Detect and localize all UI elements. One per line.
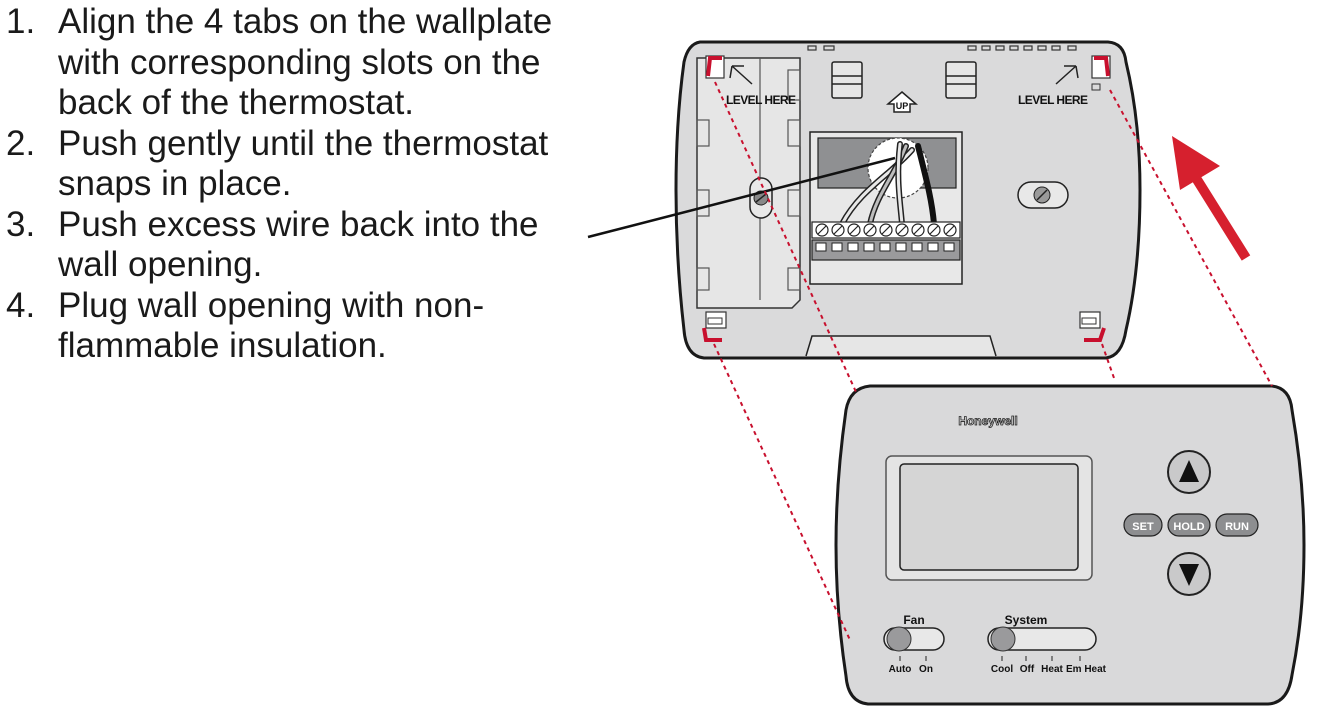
step-3: 3. Push excess wire back into the wall o… <box>6 205 606 286</box>
step-4: 4. Plug wall opening with non-flammable … <box>6 286 606 367</box>
top-vent-slots <box>807 45 1077 51</box>
push-direction-arrow-icon <box>1172 136 1251 261</box>
fan-ticks <box>899 656 927 661</box>
alignment-line <box>713 343 851 641</box>
alignment-line <box>714 81 857 393</box>
system-option-cool: Cool <box>991 664 1013 675</box>
run-button-label: RUN <box>1225 521 1249 533</box>
corner-tab-bottom-left <box>702 311 727 342</box>
wallplate: LEVEL HERE LEVEL HERE UP <box>674 40 1142 360</box>
step-number: 4. <box>6 285 36 325</box>
callout-line <box>587 156 896 239</box>
alignment-line <box>1109 89 1273 387</box>
fan-switch[interactable] <box>883 626 945 652</box>
fan-switch-knob <box>886 626 912 652</box>
corner-tab-top-right <box>1091 55 1111 91</box>
system-option-off: Off <box>1020 664 1035 675</box>
system-ticks <box>1001 656 1081 661</box>
thermostat: Honeywell SET HOLD RUN Fan <box>834 384 1306 706</box>
system-switch[interactable] <box>987 626 1097 652</box>
installation-steps: 1. Align the 4 tabs on the wallplate wit… <box>6 2 606 367</box>
system-option-heat: Heat <box>1041 664 1063 675</box>
down-button[interactable] <box>1167 552 1211 596</box>
up-arrow-icon <box>885 91 919 113</box>
system-option-em-heat: Em Heat <box>1066 664 1107 675</box>
step-number: 3. <box>6 204 36 244</box>
brand-logo: Honeywell <box>958 414 1017 428</box>
set-button-label: SET <box>1132 521 1154 533</box>
bottom-tab <box>805 335 997 357</box>
fan-option-on: On <box>919 664 933 675</box>
triangle-up-icon <box>1179 460 1199 482</box>
step-2: 2. Push gently until the thermostat snap… <box>6 124 606 205</box>
alignment-line <box>1101 343 1115 379</box>
level-here-right-label: LEVEL HERE <box>1018 93 1088 107</box>
level-arrow-right-icon <box>1055 65 1079 85</box>
system-label: System <box>1005 613 1048 627</box>
step-text: Align the 4 tabs on the wallplate with c… <box>58 2 553 122</box>
run-button[interactable]: RUN <box>1215 513 1259 537</box>
display-screen <box>899 463 1079 571</box>
hold-button[interactable]: HOLD <box>1167 513 1211 537</box>
level-here-left-label: LEVEL HERE <box>726 93 796 107</box>
system-switch-knob <box>990 626 1016 652</box>
fan-label: Fan <box>903 613 924 627</box>
fan-option-auto: Auto <box>889 664 912 675</box>
corner-tab-top-left <box>705 55 725 79</box>
hold-button-label: HOLD <box>1173 521 1204 533</box>
mount-block-left <box>831 61 863 99</box>
terminal-block <box>809 131 963 285</box>
up-label: UP <box>896 101 909 111</box>
corner-tab-bottom-right <box>1079 311 1106 342</box>
step-number: 1. <box>6 2 36 41</box>
mount-block-right <box>945 61 977 99</box>
step-1: 1. Align the 4 tabs on the wallplate wit… <box>6 2 606 124</box>
left-hinge-panel <box>696 57 801 309</box>
set-button[interactable]: SET <box>1123 513 1163 537</box>
step-text: Push excess wire back into the wall open… <box>58 204 539 285</box>
step-text: Push gently until the thermostat snaps i… <box>58 123 549 204</box>
step-number: 2. <box>6 123 36 163</box>
alignment-lines <box>713 81 1273 641</box>
up-button[interactable] <box>1167 450 1211 494</box>
step-text: Plug wall opening with non-flammable ins… <box>58 285 485 366</box>
level-arrow-left-icon <box>729 65 753 85</box>
hinge-notches <box>696 69 801 291</box>
triangle-down-icon <box>1179 564 1199 586</box>
